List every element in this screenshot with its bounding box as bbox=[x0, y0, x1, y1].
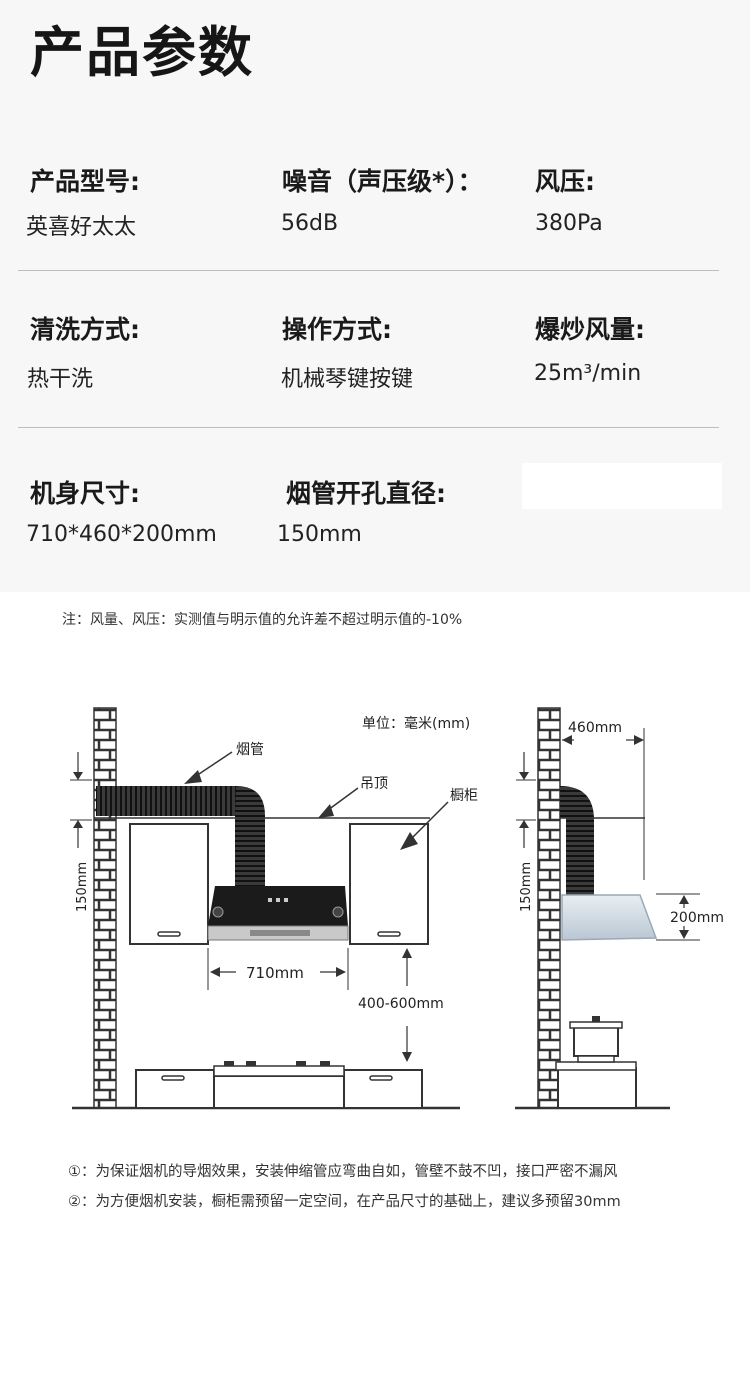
range-hood-side bbox=[561, 894, 658, 941]
dim-label-left-height: 150mm bbox=[75, 862, 90, 912]
label-duct: 烟管 bbox=[236, 742, 264, 758]
dim-label-body-height: 200mm bbox=[670, 910, 724, 926]
dim-label-depth: 460mm bbox=[568, 720, 622, 736]
spec-value-duct-diameter: 150mm bbox=[277, 522, 362, 547]
label-ceiling: 吊顶 bbox=[360, 776, 388, 792]
spec-note: 注：风量、风压：实测值与明示值的允许差不超过明示值的-10% bbox=[62, 612, 463, 628]
range-hood bbox=[208, 886, 348, 926]
spec-value-operation: 机械琴键按键 bbox=[281, 367, 414, 392]
upper-cabinet-left bbox=[129, 823, 209, 945]
spec-label-noise: 噪音（声压级*）： bbox=[282, 167, 483, 196]
spec-value-model: 英喜好太太 bbox=[26, 215, 137, 240]
label-cabinet: 橱柜 bbox=[450, 788, 478, 804]
dim-label-right-height: 150mm bbox=[519, 862, 534, 912]
lower-cabinet-side bbox=[557, 1067, 637, 1109]
stove-base bbox=[213, 1075, 345, 1109]
brick-wall-left bbox=[93, 707, 117, 1109]
spec-value-airflow: 25m³/min bbox=[534, 361, 642, 386]
dim-label-install-height: 400-600mm bbox=[358, 996, 444, 1012]
spec-label-body-size: 机身尺寸: bbox=[30, 479, 140, 508]
stove bbox=[213, 1065, 345, 1077]
row-divider bbox=[18, 427, 719, 428]
spec-value-pressure: 380Pa bbox=[535, 211, 603, 236]
blank-block bbox=[522, 463, 722, 509]
spec-label-cleaning: 清洗方式: bbox=[30, 315, 140, 344]
footnote-2: ②：为方便烟机安装，橱柜需预留一定空间，在产品尺寸的基础上，建议多预留30mm bbox=[68, 1194, 621, 1210]
spec-label-operation: 操作方式: bbox=[282, 315, 392, 344]
dim-label-width: 710mm bbox=[246, 964, 304, 982]
spec-label-pressure: 风压: bbox=[535, 167, 595, 196]
spec-label-model: 产品型号: bbox=[30, 167, 140, 196]
spec-label-airflow: 爆炒风量: bbox=[535, 315, 645, 344]
brick-wall-right bbox=[537, 707, 561, 1109]
spec-label-duct-diameter: 烟管开孔直径: bbox=[286, 479, 446, 508]
footnote-1: ①：为保证烟机的导烟效果，安装伸缩管应弯曲自如，管壁不鼓不凹，接口严密不漏风 bbox=[68, 1164, 618, 1180]
spec-value-noise: 56dB bbox=[281, 211, 339, 236]
page-title: 产品参数 bbox=[30, 21, 254, 84]
installation-diagram: 150mm 710mm 400-600mm 单位：毫米(mm) 烟管 吊顶 橱柜… bbox=[70, 707, 724, 1110]
duct-bend bbox=[235, 786, 265, 890]
duct-side bbox=[560, 786, 594, 895]
duct-horizontal bbox=[96, 786, 236, 816]
spec-value-cleaning: 热干洗 bbox=[27, 367, 94, 392]
spec-value-body-size: 710*460*200mm bbox=[26, 522, 217, 547]
pot bbox=[573, 1025, 619, 1057]
label-unit: 单位：毫米(mm) bbox=[362, 715, 470, 732]
row-divider bbox=[18, 270, 719, 271]
